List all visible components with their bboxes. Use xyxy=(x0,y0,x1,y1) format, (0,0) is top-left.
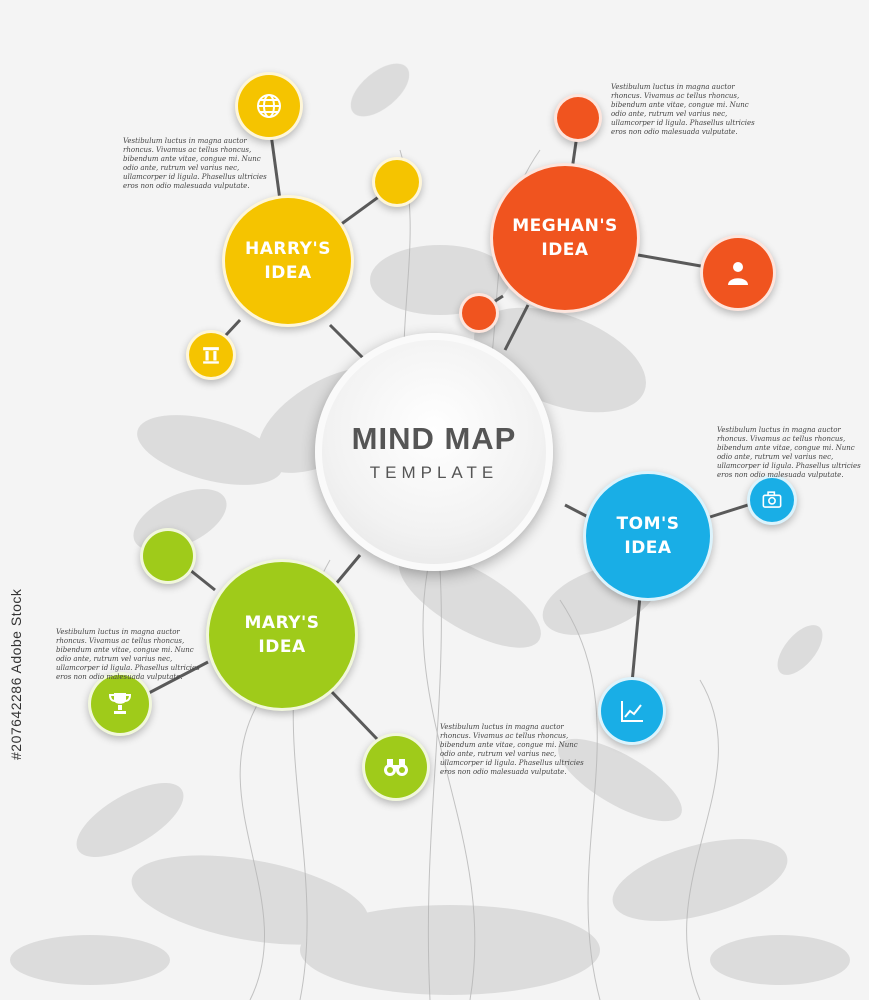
meghan-branch-dot-bottom xyxy=(459,293,499,333)
central-topic: MIND MAP TEMPLATE xyxy=(315,333,553,571)
globe-icon xyxy=(235,72,303,140)
meghan-idea-label: MEGHAN'S IDEA xyxy=(512,216,618,260)
chart-icon xyxy=(598,677,666,745)
mary-idea-label: MARY'S IDEA xyxy=(244,613,320,657)
meghan-idea-node: MEGHAN'S IDEA xyxy=(490,163,640,313)
note-meghan: Vestibulum luctus in magna auctor rhoncu… xyxy=(611,83,755,136)
center-title: MIND MAP xyxy=(351,421,517,456)
binoculars-icon xyxy=(362,733,430,801)
mary-idea-node: MARY'S IDEA xyxy=(206,559,358,711)
note-mary: Vestibulum luctus in magna auctor rhoncu… xyxy=(56,628,200,681)
center-subtitle: TEMPLATE xyxy=(369,463,499,482)
column-icon xyxy=(186,330,236,380)
camera-icon xyxy=(747,475,797,525)
harry-idea-node: HARRY'S IDEA xyxy=(222,195,354,327)
person-icon xyxy=(700,235,776,311)
harry-branch-dot xyxy=(372,157,422,207)
note-tom: Vestibulum luctus in magna auctor rhoncu… xyxy=(717,426,861,479)
tom-idea-node: TOM'S IDEA xyxy=(583,471,713,601)
note-harry: Vestibulum luctus in magna auctor rhoncu… xyxy=(123,137,267,190)
note-center: Vestibulum luctus in magna auctor rhoncu… xyxy=(440,723,584,776)
trophy-icon xyxy=(88,672,152,736)
meghan-branch-dot-top xyxy=(554,94,602,142)
mary-branch-dot xyxy=(140,528,196,584)
stock-watermark: #207642286 Adobe Stock xyxy=(8,588,24,760)
harry-idea-label: HARRY'S IDEA xyxy=(245,239,331,283)
tom-idea-label: TOM'S IDEA xyxy=(616,514,680,558)
